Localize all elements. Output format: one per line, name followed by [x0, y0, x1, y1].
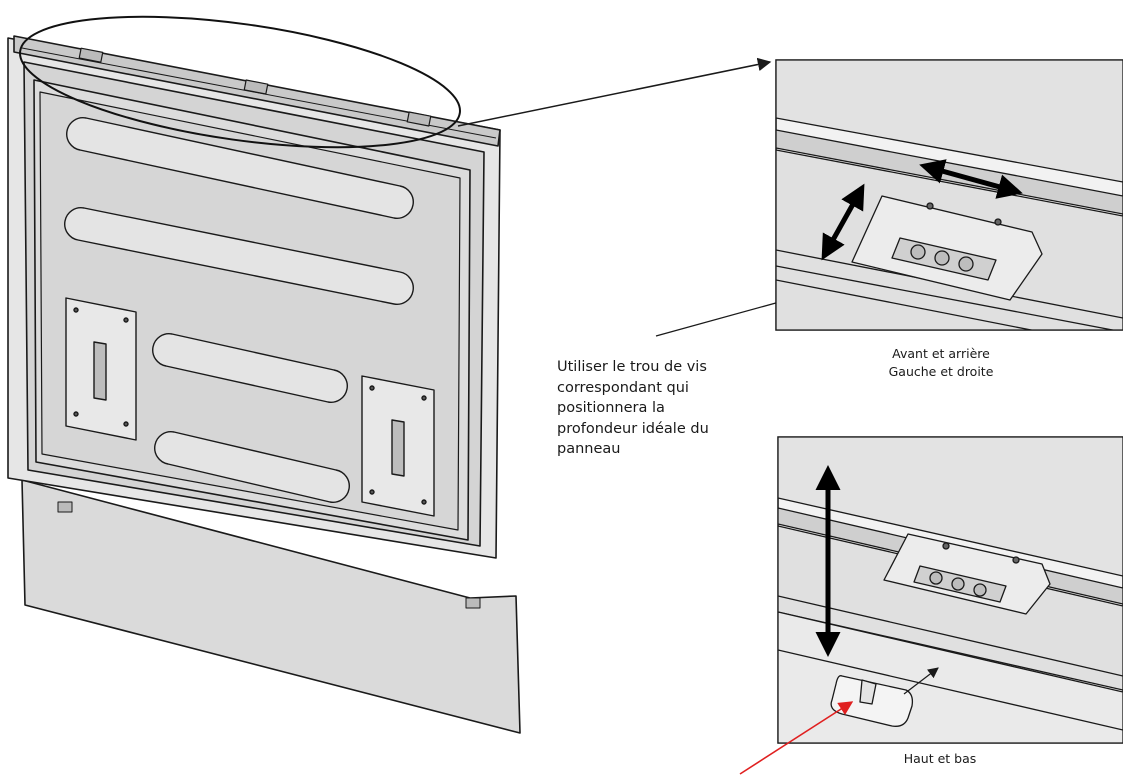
mounting-plate-right [361, 375, 435, 517]
caption-line: Gauche et droite [888, 364, 994, 379]
instruction-line: profondeur idéale du [557, 420, 709, 437]
instruction-line: Utiliser le trou de vis [557, 359, 707, 375]
caption-line: Haut et bas [903, 751, 977, 766]
double-arrow-left-right [919, 159, 1023, 199]
instruction-line: correspondant qui [557, 379, 689, 396]
dishwasher-door-panel [7, 35, 521, 734]
pointer-arrow-bracket [903, 667, 939, 695]
detail-top-view [775, 59, 1123, 331]
mounting-plate-left [65, 297, 137, 441]
leader-arrow-top [457, 57, 772, 127]
instruction-line: panneau [557, 441, 621, 457]
caption-line: Avant et arrière [892, 346, 990, 361]
screw-hole-instruction: Utiliser le trou de vis correspondant qu… [557, 357, 757, 460]
detail-bottom-view [777, 436, 1123, 744]
instruction-line: positionnera la [557, 400, 665, 416]
highlight-ellipse [19, 15, 461, 149]
detail-bottom-caption: Haut et bas [860, 750, 1020, 768]
double-arrow-front-back [821, 183, 865, 261]
red-pointer-arrow [739, 701, 854, 775]
detail-top-caption: Avant et arrière Gauche et droite [846, 345, 1036, 381]
